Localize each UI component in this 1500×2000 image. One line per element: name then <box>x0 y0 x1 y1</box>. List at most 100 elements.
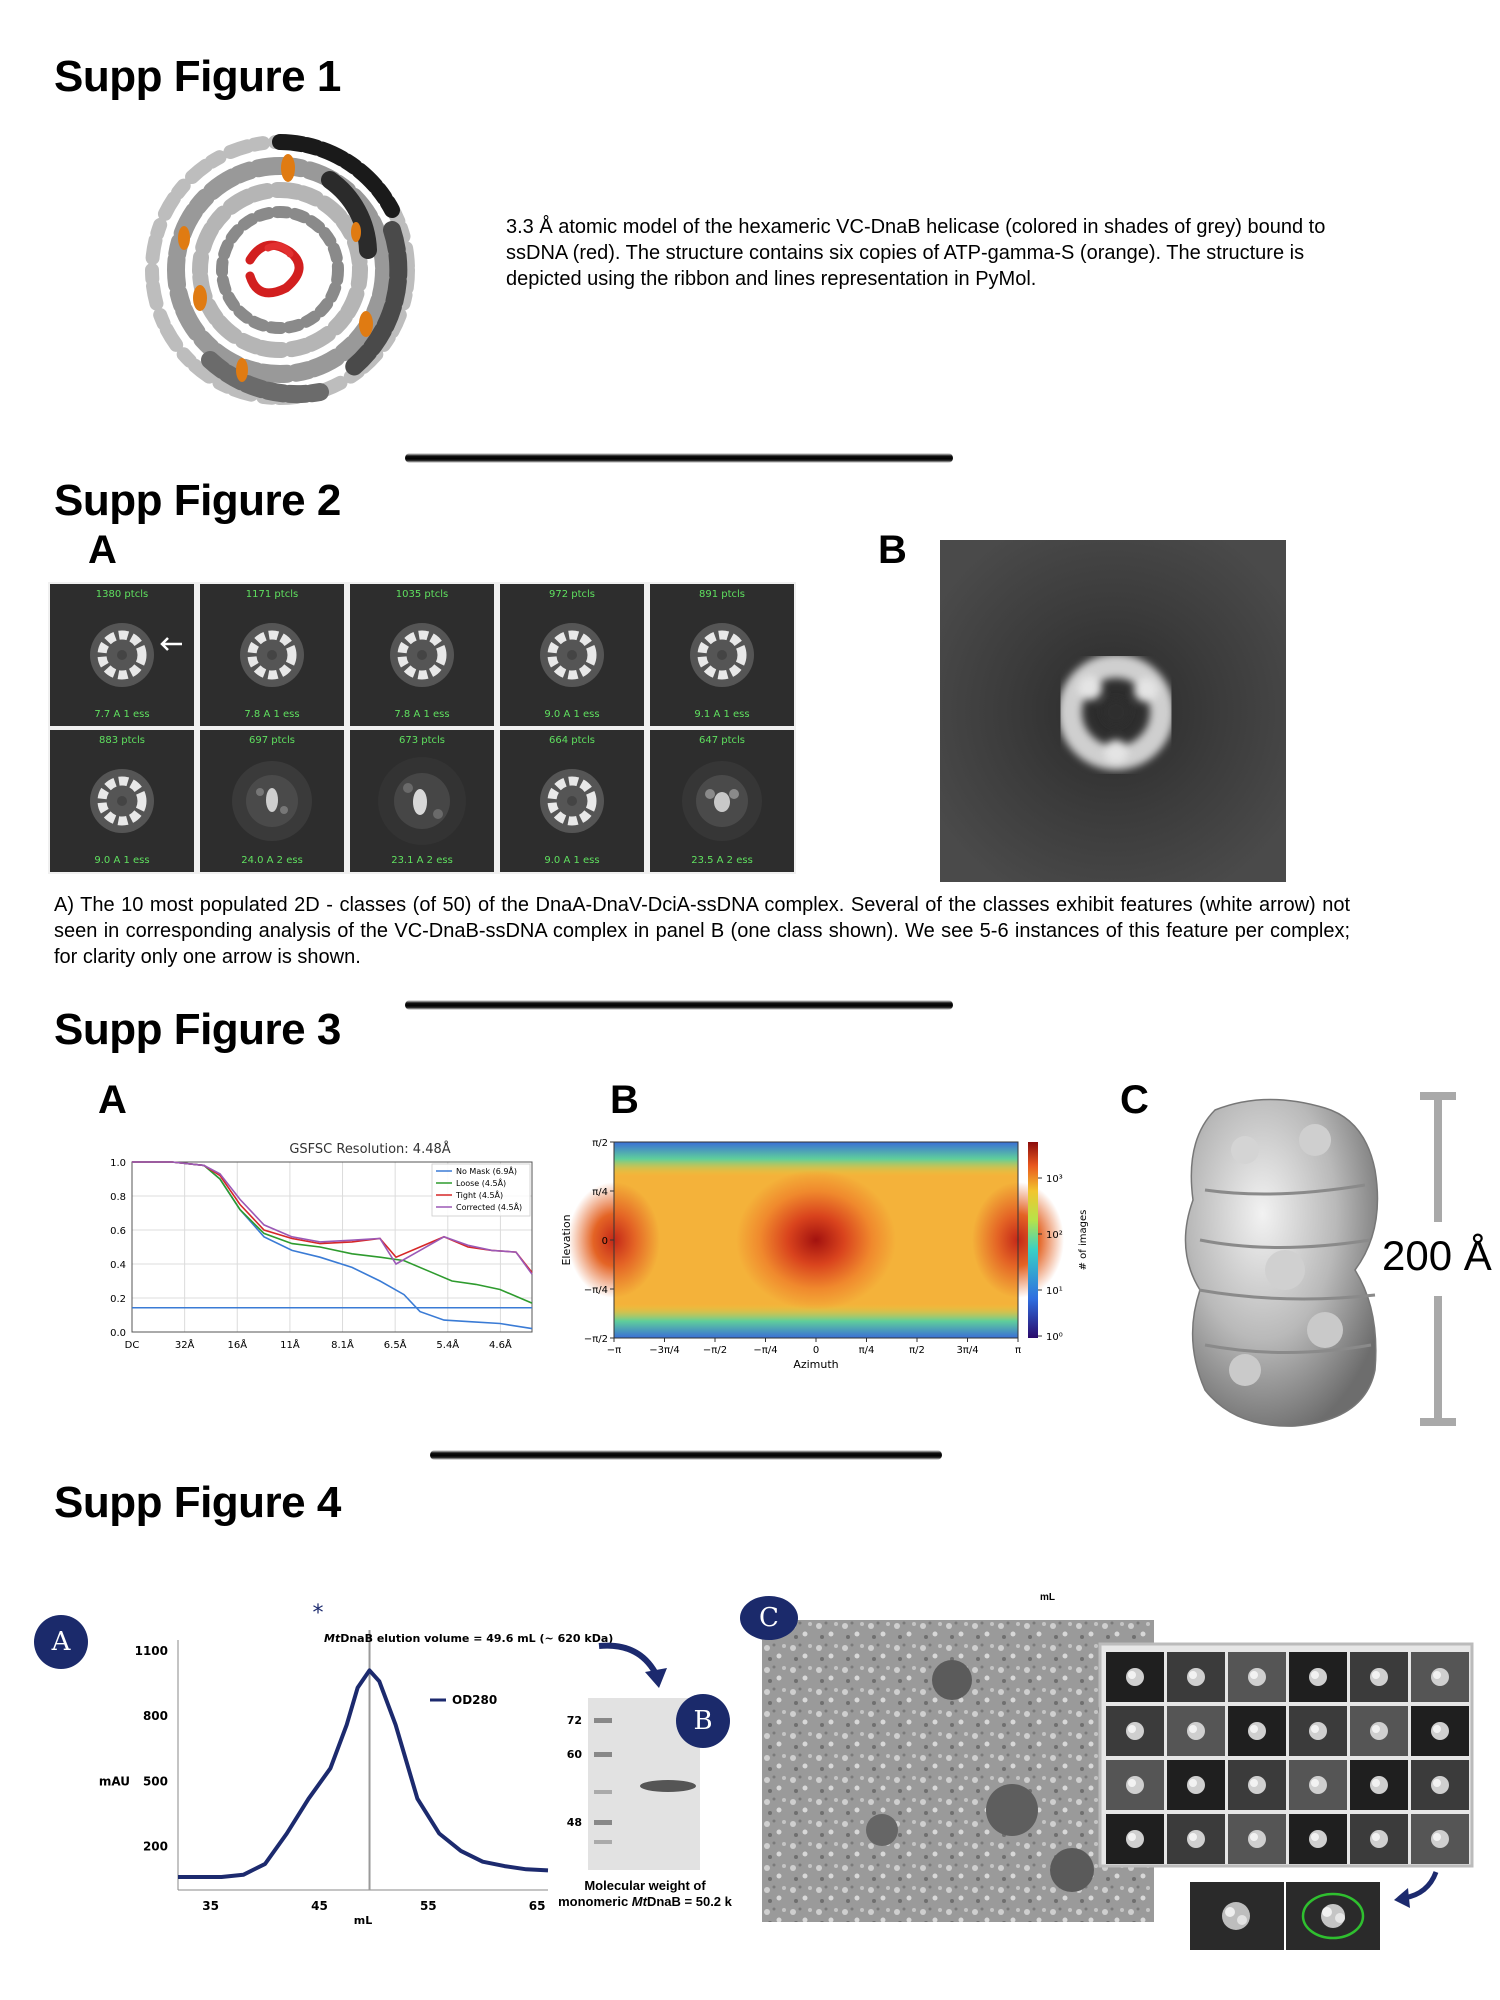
negative-stain-micrograph <box>762 1620 1154 1922</box>
x-tick-label: π/4 <box>859 1345 875 1356</box>
x-tick-label: 35 <box>202 1899 219 1913</box>
x-axis-label: mL <box>354 1914 372 1927</box>
gallery-particle-highlight <box>1250 1833 1258 1841</box>
fig4-panel-b-badge: B <box>676 1694 730 1748</box>
x-tick-label: 0 <box>813 1345 819 1356</box>
class-averages-grid: 1380 ptcls 7.7 A 1 ess 1171 ptcls 7.8 A … <box>48 582 796 874</box>
fig3-panel-b-label: B <box>610 1078 639 1122</box>
section-divider <box>405 453 953 463</box>
gallery-particle-highlight <box>1128 1671 1136 1679</box>
gallery-particle-highlight <box>1433 1671 1441 1679</box>
fig4-panel-c-badge: C <box>740 1596 798 1640</box>
y-tick-label: 0.4 <box>110 1260 126 1271</box>
gel-marker-label: 48 <box>567 1816 582 1829</box>
fsc-series-line <box>132 1161 533 1273</box>
gel-marker-label: 72 <box>567 1714 582 1727</box>
x-tick-label: −π <box>607 1345 621 1356</box>
legend-entry: Tight (4.5Å) <box>455 1189 503 1200</box>
colorbar <box>1028 1142 1038 1338</box>
x-tick-label: −π/4 <box>753 1345 777 1356</box>
gallery-particle-highlight <box>1311 1833 1319 1841</box>
class-average-tile: 883 ptcls 9.0 A 1 ess <box>50 730 194 872</box>
fig4-panel-a-badge: A <box>34 1615 88 1669</box>
legend-entry: Loose (4.5Å) <box>456 1177 506 1188</box>
gel-marker-label: 60 <box>567 1748 583 1761</box>
em-top-label: mL <box>1040 1592 1055 1603</box>
class-average-tile: 647 ptcls 23.5 A 2 ess <box>650 730 794 872</box>
gallery-particle-highlight <box>1250 1671 1258 1679</box>
x-tick-label: 32Å <box>175 1338 195 1351</box>
colorbar-label: # of images <box>1078 1210 1089 1271</box>
gallery-particle-highlight <box>1311 1671 1319 1679</box>
x-tick-label: 16Å <box>227 1338 247 1351</box>
fig2-panel-a-label: A <box>88 528 117 572</box>
fsc-series-line <box>132 1161 533 1275</box>
x-tick-label: −π/2 <box>703 1345 727 1356</box>
class-average-tile: 1171 ptcls 7.8 A 1 ess <box>200 584 344 726</box>
fig3-panel-c-label: C <box>1120 1078 1149 1122</box>
x-axis-label: Azimuth <box>793 1358 838 1371</box>
gallery-particle-highlight <box>1189 1833 1197 1841</box>
y-tick-label: 0.8 <box>110 1192 126 1203</box>
class-average-tile: 1380 ptcls 7.7 A 1 ess <box>50 584 194 726</box>
x-tick-label: 4.6Å <box>489 1338 512 1351</box>
fig2-panel-b-label: B <box>878 528 907 572</box>
colorbar-tick-label: 10³ <box>1046 1174 1063 1185</box>
y-tick-label: 0.6 <box>110 1226 126 1237</box>
gallery-particle-highlight <box>1128 1833 1136 1841</box>
white-arrow-icon <box>160 637 182 651</box>
y-tick-label: 200 <box>143 1840 168 1854</box>
helicase-model-image <box>145 134 415 405</box>
fig2-title: Supp Figure 2 <box>54 476 341 525</box>
x-tick-label: 6.5Å <box>384 1338 407 1351</box>
gallery-particle-highlight <box>1311 1779 1319 1787</box>
fig2-caption: A) The 10 most populated 2D - classes (o… <box>54 894 1350 968</box>
class-average-tile: 697 ptcls 24.0 A 2 ess <box>200 730 344 872</box>
y-tick-label: −π/4 <box>584 1285 608 1296</box>
y-tick-label: 1100 <box>135 1644 168 1658</box>
dnab-class-average-image <box>940 540 1286 882</box>
legend-entry: No Mask (6.9Å) <box>456 1165 517 1176</box>
fsc-series-line <box>132 1161 533 1304</box>
colorbar-tick-label: 10² <box>1046 1230 1063 1241</box>
curved-arrow-icon <box>1394 1871 1439 1908</box>
y-tick-label: 800 <box>143 1709 168 1723</box>
density-map-3d-image <box>1184 1098 1379 1427</box>
elution-annotation: MtDnaB elution volume = 49.6 mL (~ 620 k… <box>324 1632 613 1645</box>
y-axis-label: mAU <box>99 1774 130 1788</box>
y-tick-label: 1.0 <box>110 1158 126 1169</box>
class-average-tile: 1035 ptcls 7.8 A 1 ess <box>350 584 494 726</box>
em-class-zoom <box>1190 1882 1380 1950</box>
x-tick-label: −3π/4 <box>649 1345 680 1356</box>
gallery-particle-highlight <box>1250 1725 1258 1733</box>
em-class-gallery <box>1098 1642 1474 1868</box>
y-axis-label: Elevation <box>560 1214 573 1265</box>
x-tick-label: 55 <box>420 1899 437 1913</box>
heatmap-hotspot <box>736 1170 896 1310</box>
x-tick-label: π <box>1015 1345 1021 1356</box>
fig4-title: Supp Figure 4 <box>54 1478 341 1527</box>
chart-title: GSFSC Resolution: 4.48Å <box>289 1141 450 1157</box>
gallery-particle-highlight <box>1372 1779 1380 1787</box>
gel-caption: Molecular weight of monomeric MtDnaB = 5… <box>558 1878 732 1909</box>
gallery-particle-highlight <box>1250 1779 1258 1787</box>
y-tick-label: 0 <box>602 1236 608 1247</box>
fig1-caption: 3.3 Å atomic model of the hexameric VC-D… <box>506 216 1326 290</box>
gallery-particle-highlight <box>1128 1725 1136 1733</box>
x-tick-label: π/2 <box>909 1345 925 1356</box>
x-tick-label: 11Å <box>280 1338 300 1351</box>
gallery-particle-highlight <box>1372 1725 1380 1733</box>
fig3-panel-a-label: A <box>98 1078 127 1122</box>
gallery-particle-highlight <box>1189 1779 1197 1787</box>
class-average-tile: 673 ptcls 23.1 A 2 ess <box>350 730 494 872</box>
colorbar-tick-label: 10¹ <box>1046 1286 1063 1297</box>
colorbar-tick-label: 10⁰ <box>1046 1332 1063 1343</box>
class-average-tile: 664 ptcls 9.0 A 1 ess <box>500 730 644 872</box>
gallery-particle-highlight <box>1189 1725 1197 1733</box>
plot-frame <box>131 1161 533 1333</box>
class-average-tile: 891 ptcls 9.1 A 1 ess <box>650 584 794 726</box>
gel-asterisk: * <box>650 1665 661 1695</box>
y-tick-label: 500 <box>143 1774 168 1788</box>
